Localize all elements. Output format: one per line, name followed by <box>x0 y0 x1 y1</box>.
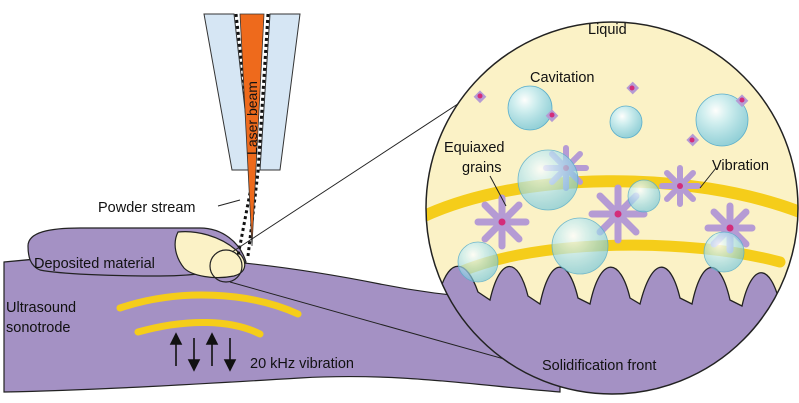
liquid-label: Liquid <box>588 22 627 38</box>
bubble <box>507 85 553 131</box>
solidification-front-label: Solidification front <box>542 358 656 374</box>
sonotrode-vibration-arc-upper <box>116 291 302 318</box>
solidification-front-cells <box>429 265 798 394</box>
laser-beam-shape <box>239 13 265 247</box>
vibration-pointer <box>699 167 717 189</box>
magnified-region-marker <box>209 249 243 283</box>
powder-stream-right <box>246 13 270 257</box>
powder-stream-label: Powder stream <box>98 200 196 216</box>
deposition-nozzle: Laser beam <box>203 13 301 257</box>
powder-stream-left <box>234 13 256 257</box>
bubble <box>457 241 499 283</box>
vibration-label: Vibration <box>712 158 769 174</box>
bubble <box>551 217 609 275</box>
bubble <box>627 179 661 213</box>
bubble <box>609 105 643 139</box>
grain-1 <box>474 194 530 250</box>
liquid-vibration-band-upper <box>426 175 798 224</box>
bubble <box>695 93 749 147</box>
deposited-material-label: Deposited material <box>34 256 155 272</box>
powder-stream-pointer <box>217 199 241 207</box>
sonotrode-vibration-arc-lower <box>134 319 264 338</box>
grain-4 <box>659 165 701 207</box>
sonotrode-label: sonotrode <box>6 320 71 336</box>
grain-5 <box>704 202 756 254</box>
magnified-view <box>425 21 799 395</box>
bubble <box>517 149 579 211</box>
equiaxed-grains-pointer <box>489 175 507 207</box>
magnified-view-outline <box>425 21 799 395</box>
cavitation-bubbles <box>457 85 749 283</box>
nozzle-right-wall <box>259 13 301 171</box>
zoom-line-lower <box>229 281 537 369</box>
equiaxed-label: Equiaxed <box>444 140 504 156</box>
bubble <box>703 231 745 273</box>
vibration-arrows <box>169 332 237 372</box>
cavitation-label: Cavitation <box>530 70 594 86</box>
melt-pool <box>174 231 246 279</box>
grain-3 <box>588 184 648 244</box>
vibration-frequency-label: 20 kHz vibration <box>250 356 354 372</box>
substrate-block <box>3 227 561 393</box>
zoom-line-upper <box>231 95 471 253</box>
grains-label: grains <box>462 160 502 176</box>
laser-beam-label: Laser beam <box>244 81 260 155</box>
ultrasound-label: Ultrasound <box>6 300 76 316</box>
